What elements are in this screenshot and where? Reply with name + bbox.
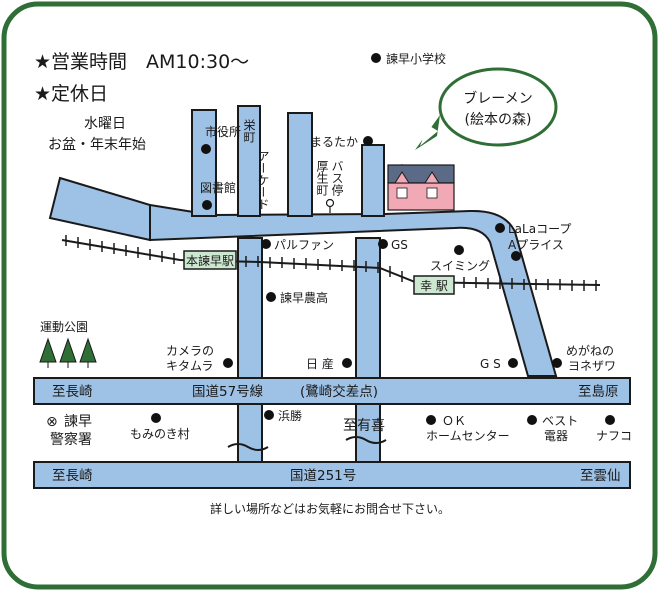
bus-stop-icon — [325, 198, 335, 213]
landmark-mominoki: もみのき村 — [130, 427, 190, 441]
dot-icon — [264, 410, 274, 420]
street-lower-right — [355, 237, 381, 379]
road-koten-label: (鷺崎交差点) — [300, 383, 378, 400]
dot-icon — [605, 415, 615, 425]
dot-icon — [454, 245, 464, 255]
station-saiwai-box — [413, 275, 455, 295]
dot-icon — [552, 358, 562, 368]
landmark-camera-1: カメラの — [166, 344, 214, 358]
road-national-251-label: 国道251号 — [290, 468, 356, 484]
dot-icon — [202, 200, 212, 210]
closed-days-1: 水曜日 — [84, 116, 126, 132]
callout-line-2: (絵本の森) — [465, 112, 532, 128]
dot-icon — [371, 53, 381, 63]
landmark-gs-1: GS — [391, 238, 408, 252]
road-main-diagonal — [149, 203, 558, 377]
direction-nagasaki-bottom: 至長崎 — [52, 468, 93, 484]
dot-icon — [508, 358, 518, 368]
road-national-57 — [33, 377, 631, 405]
dot-icon — [378, 239, 388, 249]
landmark-city-hall: 市役所 — [205, 124, 241, 139]
house-icon — [387, 163, 455, 211]
closed-days-2: お盆・年末年始 — [48, 137, 146, 153]
dot-icon — [201, 144, 211, 154]
street-break-left — [227, 443, 269, 451]
station-hon-isahaya: 本諫早駅 — [186, 253, 234, 268]
landmark-swimming: スイミング — [430, 259, 490, 273]
road-arcade-2: アーケード — [256, 150, 270, 210]
street-marutaka — [287, 112, 313, 217]
street-arcade-right — [237, 105, 261, 217]
direction-shimabara: 至島原 — [578, 384, 619, 400]
street-arcade-left — [191, 109, 217, 217]
direction-nagasaki-top: 至長崎 — [52, 384, 93, 400]
direction-unzen: 至雲仙 — [580, 468, 621, 484]
landmark-park: 運動公園 — [40, 320, 88, 334]
landmark-lala-coop: LaLaコープ — [508, 222, 571, 236]
landmark-optician-1: めがねの — [566, 343, 614, 358]
callout-line-1: ブレーメン — [463, 90, 532, 107]
landmark-isahaya-agri: 諫早農高 — [280, 290, 328, 305]
dot-icon — [266, 292, 276, 302]
landmark-gs-2: G S — [480, 357, 501, 371]
landmark-nafuko: ナフコ — [596, 429, 632, 443]
landmark-marutaka: まるたか — [310, 135, 358, 149]
station-saiwai: 幸 駅 — [420, 279, 448, 293]
station-hon-isahaya-box — [183, 250, 237, 270]
closed-days-label: ★定休日 — [34, 83, 108, 105]
road-arcade-1: 栄町 — [242, 119, 256, 143]
landmark-library: 図書館 — [200, 180, 236, 195]
road-national-251 — [33, 461, 631, 489]
street-break-right — [345, 436, 387, 444]
dot-icon — [527, 415, 537, 425]
street-gs — [361, 144, 385, 217]
landmark-a-price: Aプライス — [508, 238, 564, 252]
police-icon: ⊗ — [46, 414, 58, 430]
landmark-camera-2: キタムラ — [166, 359, 213, 373]
dot-icon — [261, 239, 271, 249]
business-hours: ★営業時間 AM10:30～ — [34, 51, 249, 73]
dot-icon — [151, 413, 161, 423]
landmark-ok-2: ホームセンター — [426, 429, 510, 443]
landmark-optician-2: ヨネザワ — [568, 359, 616, 373]
landmark-best-1: ベスト — [542, 414, 578, 428]
tree-icon — [39, 337, 97, 368]
railway — [61, 235, 601, 291]
landmark-hamakatsu: 浜勝 — [278, 408, 302, 423]
footer-note: 詳しい場所などはお気軽にお問合せ下さい。 — [210, 501, 450, 516]
landmark-parfan: パルファン — [274, 238, 334, 252]
street-lower-left — [237, 403, 263, 463]
landmark-police-2: 警察署 — [50, 431, 92, 448]
dot-icon — [363, 136, 373, 146]
landmark-elem-school: 諫早小学校 — [386, 51, 446, 66]
dot-icon — [426, 415, 436, 425]
landmark-police-1: 諫早 — [64, 414, 92, 430]
dot-icon — [511, 251, 521, 261]
direction-ariake: 至有喜 — [343, 418, 385, 434]
landmark-bus-stop-1: 厚生町 — [315, 160, 329, 196]
landmark-ok-1: ＯＫ — [442, 414, 466, 428]
landmark-bus-stop-2: バス停 — [330, 160, 344, 197]
road-national-57-label: 国道57号線 — [192, 384, 264, 400]
dot-icon — [342, 358, 352, 368]
dot-icon — [495, 223, 505, 233]
dot-icon — [223, 358, 233, 368]
shop-callout: ブレーメン (絵本の森) — [415, 67, 558, 150]
landmark-nissan: 日 産 — [306, 356, 334, 371]
landmark-best-2: 電器 — [544, 429, 568, 443]
